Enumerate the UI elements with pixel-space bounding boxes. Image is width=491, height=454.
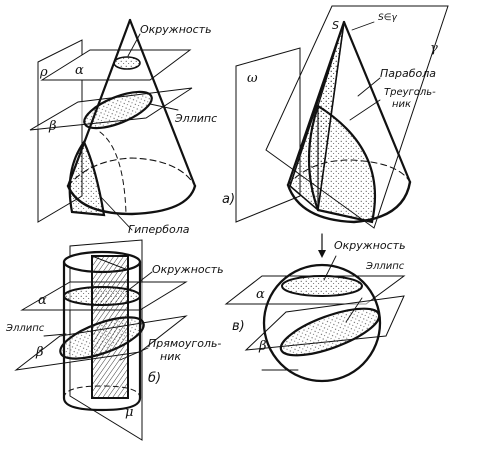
label-circle-b: Окружность bbox=[152, 263, 224, 276]
label-plane-beta-v: β bbox=[259, 339, 267, 354]
label-hyperbola-a: Гипербола bbox=[128, 223, 190, 236]
ellipse-section-b bbox=[59, 316, 145, 360]
figure-b-cylinder bbox=[14, 239, 188, 441]
figure-cone-right bbox=[235, 5, 449, 229]
label-apex: S bbox=[332, 19, 339, 32]
leader-parabola bbox=[357, 77, 381, 97]
cylinder-bottom-front bbox=[62, 396, 142, 412]
caption-b: б) bbox=[148, 371, 162, 386]
leader-rectangle-b bbox=[119, 347, 149, 361]
label-plane-omega: ω bbox=[247, 71, 258, 86]
view-arrow-head bbox=[318, 250, 326, 258]
label-plane-gamma: γ bbox=[430, 41, 438, 56]
caption-a: а) bbox=[222, 192, 236, 207]
label-plane-rho: ρ bbox=[40, 65, 48, 80]
label-ellipse-b: Эллипс bbox=[6, 323, 45, 334]
leader-circle-a bbox=[127, 33, 141, 57]
leader-circle-v bbox=[323, 255, 337, 281]
cone-right-generatrix bbox=[128, 18, 197, 188]
label-plane-alpha-b: α bbox=[38, 293, 47, 308]
apex-note-line bbox=[351, 21, 375, 31]
label-triangle-2: ник bbox=[392, 99, 412, 110]
label-circle-a: Окружность bbox=[140, 23, 212, 36]
triangle-inner bbox=[317, 21, 345, 211]
ellipse-section-v bbox=[279, 307, 381, 357]
leader-ellipse-a bbox=[149, 103, 179, 111]
label-plane-alpha-a: α bbox=[75, 63, 84, 78]
label-rectangle-b-1: Прямоуголь- bbox=[148, 337, 222, 350]
label-plane-beta-b: β bbox=[36, 345, 44, 360]
cone2-base-back bbox=[287, 159, 411, 186]
rectangle-section-shade bbox=[91, 255, 129, 399]
label-ellipse-v: Эллипс bbox=[366, 261, 405, 272]
circle-section-b bbox=[63, 286, 141, 306]
ellipse-section bbox=[83, 90, 153, 130]
sphere-outline bbox=[262, 263, 382, 383]
hyperbola-plane-trace bbox=[99, 131, 127, 215]
leader-circle-b bbox=[125, 271, 153, 293]
caption-v: в) bbox=[232, 319, 245, 334]
label-apex-note: S∈γ bbox=[378, 13, 397, 23]
cone2-base-front bbox=[286, 180, 412, 224]
circle-section-v bbox=[281, 275, 363, 297]
plane-omega bbox=[235, 47, 301, 223]
leader-ellipse-v bbox=[345, 297, 363, 323]
label-circle-v: Окружность bbox=[334, 239, 406, 252]
leader-triangle bbox=[349, 99, 381, 121]
label-triangle-1: Треуголь- bbox=[384, 87, 436, 98]
circle-section bbox=[113, 56, 141, 70]
figure-v-sphere bbox=[224, 233, 406, 383]
hyperbola-section bbox=[68, 139, 106, 217]
leader-hyperbola-a bbox=[99, 195, 133, 231]
label-plane-alpha-v: α bbox=[256, 287, 265, 302]
figure-a-cone bbox=[29, 18, 197, 231]
leader-ellipse-b bbox=[43, 333, 67, 337]
label-parabola: Парабола bbox=[380, 67, 437, 80]
label-plane-mu: μ bbox=[125, 405, 134, 420]
label-rectangle-b-2: ник bbox=[160, 350, 181, 363]
label-plane-beta-a: β bbox=[49, 119, 57, 134]
label-ellipse-a: Эллипс bbox=[175, 112, 218, 125]
